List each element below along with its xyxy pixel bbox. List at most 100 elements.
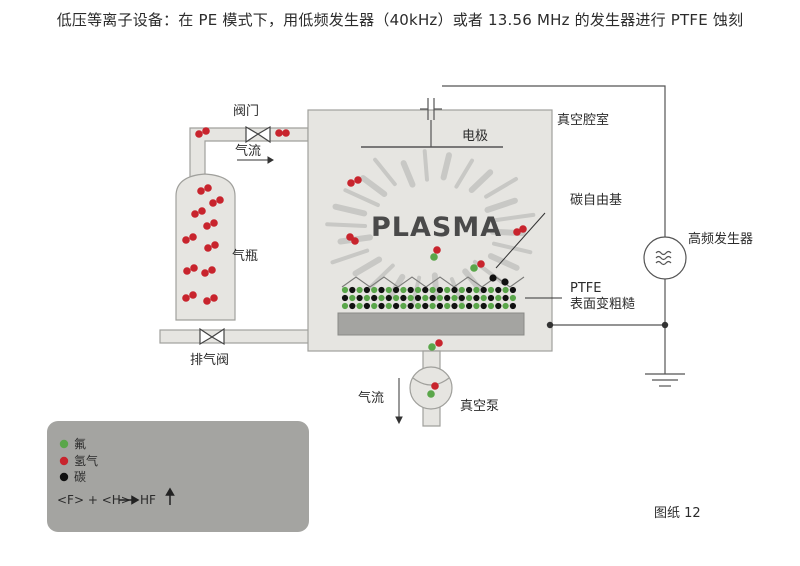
hydrogen-atom — [182, 236, 190, 244]
carbon-atom — [436, 302, 443, 310]
fluorine-atom — [407, 294, 414, 302]
carbon-atom — [385, 294, 392, 302]
carbon-atom — [429, 294, 436, 302]
fluorine-atom — [429, 302, 436, 310]
exhaust-pipe — [159, 329, 310, 344]
fluorine-atom — [428, 343, 436, 351]
fluorine-atom — [502, 302, 509, 310]
plasma-ray — [487, 253, 520, 271]
hydrogen-atom — [210, 219, 218, 227]
legend-fluorine-label: 氟 — [74, 437, 86, 451]
plasma-ray — [493, 212, 536, 223]
hydrogen-atom — [211, 241, 219, 249]
carbon-atom — [487, 294, 495, 302]
fluorine-atom — [356, 286, 363, 294]
carbon-atom — [393, 302, 400, 310]
carbon-atom — [473, 294, 480, 302]
fluorine-atom — [356, 302, 363, 310]
fluorine-atom — [378, 294, 385, 302]
legend-carbon-dot — [59, 472, 69, 482]
exhaust-valve-label: 排气阀 — [190, 352, 229, 368]
carbon-atom — [480, 286, 487, 294]
hydrogen-atom — [202, 127, 210, 135]
fluorine-atom — [495, 294, 502, 302]
valve-icon[interactable] — [245, 125, 271, 144]
fluorine-atom — [429, 286, 436, 294]
hydrogen-atom — [189, 291, 197, 299]
hydrogen-atom — [351, 237, 359, 245]
carbon-atom — [480, 302, 487, 310]
hf-generator-icon — [643, 236, 687, 280]
callout-lines — [495, 212, 562, 299]
carbon-atom — [489, 274, 497, 282]
carbon-atom — [407, 302, 414, 310]
carbon-atom — [400, 294, 407, 302]
carbon-atom — [509, 286, 516, 294]
fluorine-atom — [400, 302, 407, 310]
fluorine-atom — [458, 302, 465, 310]
plasma-ray — [325, 222, 368, 228]
ac-wave-icon — [655, 250, 672, 266]
ptfe-layer — [341, 286, 516, 310]
carbon-atom — [436, 286, 443, 294]
carbon-atom — [509, 302, 516, 310]
carbon-atom — [356, 294, 363, 302]
gas-flow-arrow — [237, 156, 274, 164]
vacuum-pump-icon — [409, 366, 453, 410]
page-title: 低压等离子设备：在 PE 模式下，用低频发生器（40kHz）或者 13.56 M… — [56, 11, 744, 29]
plasma-ray — [440, 152, 452, 181]
legend-hydrogen-dot — [59, 456, 69, 466]
fluorine-atom — [436, 294, 443, 302]
hydrogen-atom — [433, 246, 441, 254]
legend-fluorine-dot — [59, 439, 69, 449]
carbon-atom — [363, 302, 370, 310]
fluorine-atom — [414, 286, 422, 294]
hydrogen-atom — [197, 187, 205, 195]
carbon-atom — [451, 286, 458, 294]
plasma-ray — [360, 175, 388, 197]
hydrogen-atom — [182, 294, 190, 302]
exhaust-valve-icon[interactable] — [199, 327, 225, 346]
hf-generator-label: 高频发生器 — [688, 231, 753, 247]
carbon-atom — [371, 294, 378, 302]
plasma-ray — [468, 169, 494, 193]
plasma-ray — [449, 277, 466, 309]
hydrogen-atom — [216, 196, 224, 204]
vacuum-chamber-label: 真空腔室 — [557, 112, 609, 128]
fluorine-atom — [487, 286, 495, 294]
ground-icon — [645, 373, 685, 387]
hydrogen-atom — [347, 179, 355, 187]
reaction-arrow-icon — [119, 495, 140, 505]
fluorine-atom — [451, 294, 458, 302]
junction-dot — [661, 321, 669, 329]
carbon-atom — [444, 294, 451, 302]
plasma-ray — [431, 272, 440, 301]
fluorine-atom — [414, 302, 422, 310]
fluorine-atom — [444, 302, 451, 310]
carbon-atom — [407, 286, 414, 294]
fluorine-atom — [480, 294, 487, 302]
hydrogen-atom — [519, 225, 527, 233]
fluorine-atom — [385, 286, 392, 294]
valve-label: 阀门 — [233, 104, 259, 119]
fluorine-atom — [502, 286, 509, 294]
hydrogen-atom — [198, 207, 206, 215]
pump-impeller — [412, 377, 450, 386]
fluorine-atom — [430, 253, 438, 261]
carbon-atom — [341, 294, 349, 302]
fluorine-atom — [371, 286, 378, 294]
hydrogen-atom — [191, 210, 199, 218]
carbon-atom — [466, 302, 473, 310]
hydrogen-atom — [275, 129, 283, 137]
fluorine-atom — [341, 302, 349, 310]
plasma-ray — [400, 160, 416, 188]
fluorine-atom — [393, 294, 400, 302]
fluorine-atom — [473, 302, 480, 310]
plasma-text: PLASMA — [371, 212, 502, 243]
plasma-ray — [484, 197, 518, 213]
legend-hydrogen-label: 氢气 — [74, 453, 98, 468]
ptfe-rough-label: 表面变粗糙 — [570, 296, 635, 312]
fluorine-atom — [466, 294, 473, 302]
carbon-atom — [458, 294, 465, 302]
hydrogen-atom — [201, 269, 209, 277]
